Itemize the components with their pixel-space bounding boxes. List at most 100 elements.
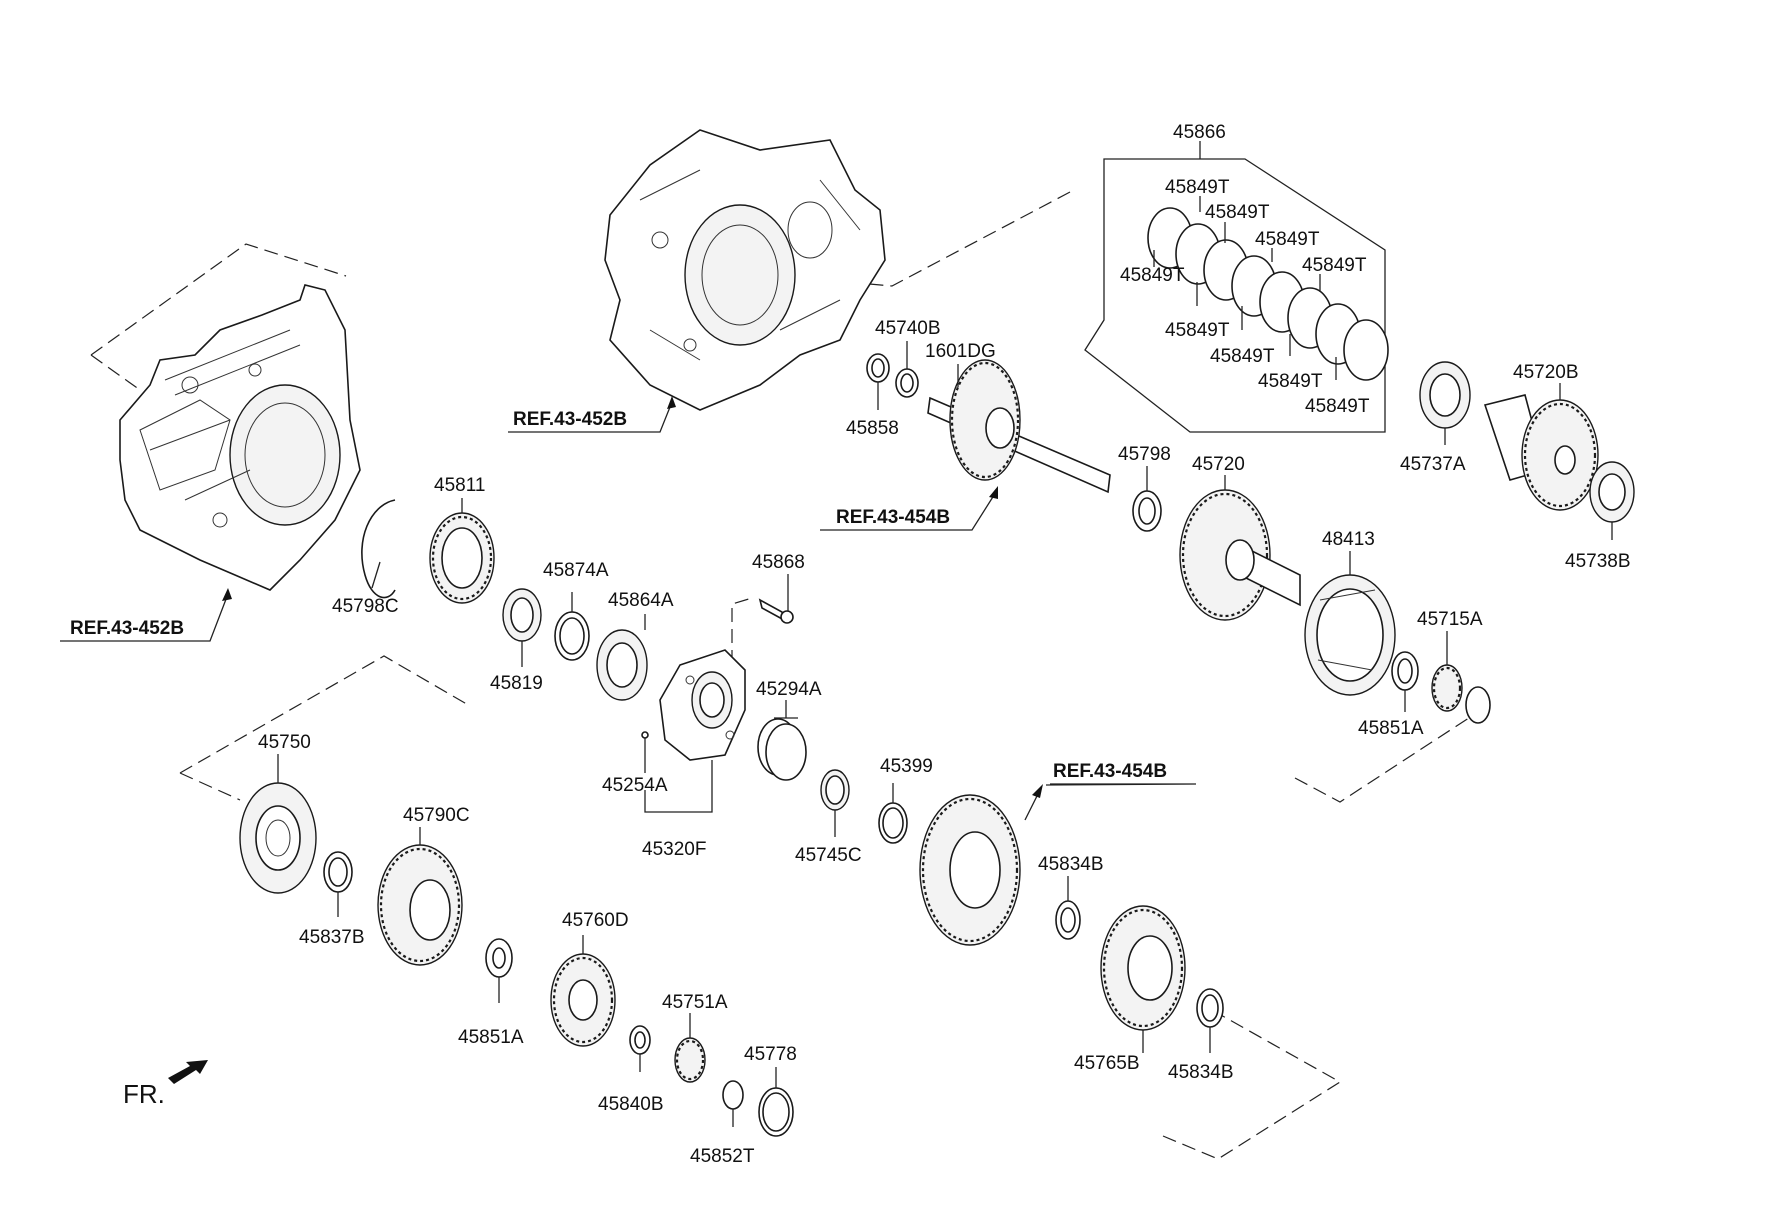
- ref-leaders: [60, 396, 1197, 821]
- transmission-case-left: [119, 284, 361, 591]
- label-45254A: 45254A: [602, 775, 668, 796]
- label-45294A: 45294A: [756, 679, 822, 700]
- ref-label-452B-left: REF.43-452B: [70, 618, 184, 639]
- part-45851A-ring-upper: [1391, 651, 1419, 691]
- ref-label-452B-top: REF.43-452B: [513, 409, 627, 430]
- group-frame-45834B: [1162, 1009, 1342, 1160]
- label-45790C: 45790C: [403, 805, 470, 826]
- label-45320F: 45320F: [642, 839, 706, 860]
- label-45849T: 45849T: [1165, 320, 1230, 341]
- fr-arrow-icon: [168, 1060, 208, 1084]
- part-45834B-ring-upper: [1055, 900, 1081, 940]
- label-45849T: 45849T: [1302, 255, 1367, 276]
- label-45720: 45720: [1192, 454, 1245, 475]
- part-45858-ring: [866, 353, 890, 383]
- label-45849T: 45849T: [1305, 396, 1370, 417]
- part-45874A-ring: [554, 611, 590, 661]
- label-48413: 48413: [1322, 529, 1375, 550]
- label-45840B: 45840B: [598, 1094, 664, 1115]
- part-45720-clutch: [1179, 489, 1301, 621]
- part-45294A-seal-rings: [757, 718, 807, 781]
- part-45819-bearing: [502, 588, 542, 642]
- label-45760D: 45760D: [562, 910, 629, 931]
- label-45720B: 45720B: [1513, 362, 1579, 383]
- label-45715A: 45715A: [1417, 609, 1483, 630]
- part-45751A-bearing: [674, 1037, 706, 1083]
- part-45399-ring: [878, 802, 908, 844]
- label-45819: 45819: [490, 673, 543, 694]
- transmission-case-top: [604, 129, 886, 411]
- label-45868: 45868: [752, 552, 805, 573]
- label-45851A: 45851A: [1358, 718, 1424, 739]
- label-45851A: 45851A: [458, 1027, 524, 1048]
- label-45745C: 45745C: [795, 845, 862, 866]
- label-45874A: 45874A: [543, 560, 609, 581]
- ref-label-454B-low: REF.43-454B: [1053, 761, 1167, 782]
- part-45852T-ring: [722, 1080, 744, 1110]
- part-45765B-gear: [1100, 905, 1186, 1031]
- part-45320F-pump-cover: [659, 649, 746, 761]
- part-45778-ring: [758, 1087, 794, 1137]
- label-45858: 45858: [846, 418, 899, 439]
- group-frame-45715A: [1294, 711, 1479, 803]
- label-45864A: 45864A: [608, 590, 674, 611]
- part-45740B-ring: [895, 368, 919, 398]
- part-45720B-gear: [1483, 394, 1599, 511]
- label-45737A: 45737A: [1400, 454, 1466, 475]
- ref-label-454B-mid: REF.43-454B: [836, 507, 950, 528]
- part-45840B-ring: [629, 1025, 651, 1055]
- label-45849T: 45849T: [1120, 265, 1185, 286]
- group-frame-left-housing: [90, 243, 347, 391]
- label-1601DG: 1601DG: [925, 341, 996, 362]
- label-45750: 45750: [258, 732, 311, 753]
- label-45765B: 45765B: [1074, 1053, 1140, 1074]
- label-45738B: 45738B: [1565, 551, 1631, 572]
- label-45866: 45866: [1173, 122, 1226, 143]
- label-45740B: 45740B: [875, 318, 941, 339]
- part-labels: 45866 45849T 45849T 45849T 45849T 45849T…: [258, 122, 1631, 1167]
- label-45778: 45778: [744, 1044, 797, 1065]
- part-45738B-bearing: [1589, 461, 1635, 523]
- part-45745C-ring: [820, 769, 850, 811]
- dashed-leader-45868: [731, 597, 753, 664]
- label-45849T: 45849T: [1210, 346, 1275, 367]
- fr-direction-label: FR.: [123, 1079, 165, 1109]
- part-45837B-ring: [323, 851, 353, 893]
- part-45811-ring-gear: [429, 512, 495, 604]
- label-45849T: 45849T: [1165, 177, 1230, 198]
- label-45798: 45798: [1118, 444, 1171, 465]
- part-gear-454B-lower: [919, 794, 1021, 946]
- reference-labels: REF.43-452B REF.43-452B REF.43-454B REF.…: [70, 409, 1167, 782]
- part-45750-carrier: [239, 782, 317, 894]
- part-45851A-ring-lower: [485, 938, 513, 978]
- part-48413-drum: [1304, 574, 1396, 696]
- part-45715A-gear: [1431, 664, 1491, 724]
- part-45798C-snap-ring: [361, 499, 396, 599]
- label-45798C: 45798C: [332, 596, 399, 617]
- label-45399: 45399: [880, 756, 933, 777]
- label-45837B: 45837B: [299, 927, 365, 948]
- part-45254A-pin: [641, 731, 649, 739]
- label-45849T: 45849T: [1205, 202, 1270, 223]
- label-45811: 45811: [434, 475, 485, 496]
- kit-box-45866: [1084, 158, 1386, 433]
- part-shaft-gear-454B: [927, 359, 1111, 494]
- label-45849T: 45849T: [1255, 229, 1320, 250]
- part-45798-washer: [1132, 490, 1162, 532]
- part-45834B-ring-lower: [1196, 988, 1224, 1028]
- leader-lines: [277, 141, 1613, 1127]
- part-45760D-gear: [550, 953, 616, 1047]
- group-frame-45750: [179, 655, 471, 801]
- part-45737A-bearing: [1419, 361, 1471, 429]
- part-45790C-drum: [377, 844, 463, 966]
- label-45849T: 45849T: [1258, 371, 1323, 392]
- label-45751A: 45751A: [662, 992, 728, 1013]
- ring-pack-45849T: [1147, 207, 1389, 381]
- label-45834B: 45834B: [1038, 854, 1104, 875]
- label-45834B: 45834B: [1168, 1062, 1234, 1083]
- part-45868-bolt: [758, 598, 794, 624]
- part-45864A-bearing: [596, 629, 648, 701]
- label-45852T: 45852T: [690, 1146, 755, 1167]
